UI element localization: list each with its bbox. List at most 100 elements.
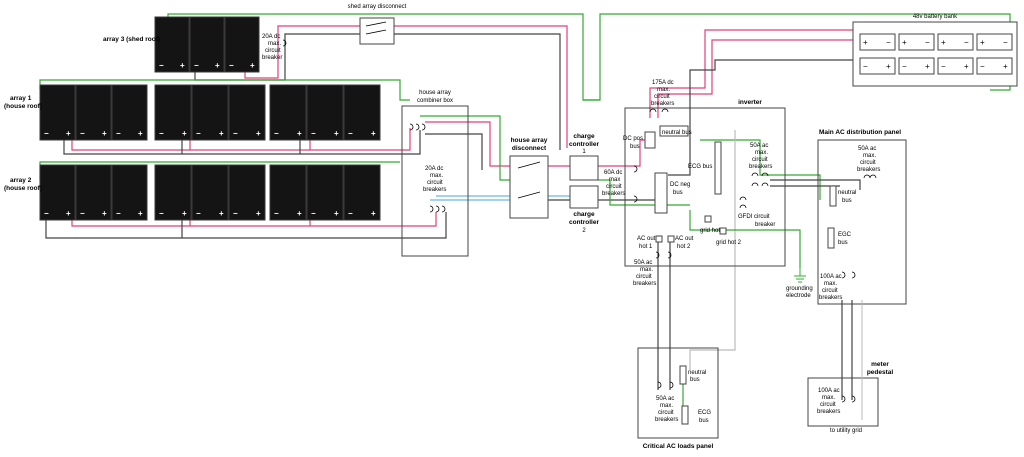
inverter-label: inverter [738, 99, 762, 106]
dc60-breakers: 60A dc max circuit breakers [602, 165, 638, 203]
breaker-icon [841, 271, 856, 279]
shed-disconnect-box [359, 17, 395, 45]
ac100-main-breakers: 100A ac max. circuit breakers [819, 271, 856, 301]
svg-text:50A ac: 50A ac [858, 146, 876, 152]
gfdi-breaker: GFDI circuit breaker [738, 196, 775, 228]
svg-text:charge: charge [573, 133, 595, 140]
svg-text:controller: controller [569, 219, 599, 226]
breaker-icon [751, 172, 769, 187]
ac-out2-terminal [667, 235, 675, 243]
breaker-icon [409, 123, 426, 131]
svg-text:50A ac: 50A ac [656, 396, 674, 402]
grid-hot2-terminal [719, 227, 727, 235]
svg-text:breakers: breakers [655, 417, 678, 423]
battery-negative-terminal: − [1003, 38, 1008, 47]
panel-positive-terminal: + [182, 129, 187, 138]
svg-text:charge: charge [573, 211, 595, 218]
breaker-icon [649, 108, 669, 113]
svg-text:bus: bus [838, 240, 848, 246]
panel-negative-terminal: − [159, 209, 164, 218]
panel-positive-terminal: + [371, 129, 376, 138]
wire-ground-main [583, 13, 1011, 200]
solar-panel [154, 164, 192, 221]
solar-panel [228, 164, 266, 221]
battery [976, 57, 1013, 75]
svg-text:circuit: circuit [427, 180, 443, 186]
array3-label: array 3 (shed roof) [103, 36, 160, 43]
solar-panel [39, 164, 76, 221]
svg-text:60A dc: 60A dc [604, 170, 622, 176]
main-egc-bus [827, 227, 835, 249]
house-disconnect-sublabel: disconnect [512, 145, 547, 152]
panel-positive-terminal: + [102, 129, 107, 138]
svg-text:100A ac: 100A ac [818, 388, 840, 394]
svg-text:circuit: circuit [752, 157, 768, 163]
ac100-meter-breakers: 100A ac max. circuit breakers [817, 388, 856, 415]
svg-text:controller: controller [569, 141, 599, 148]
breaker-icon [657, 381, 674, 389]
svg-text:grid hot 1: grid hot 1 [700, 228, 726, 234]
solar-panel [191, 164, 229, 221]
charge-controller-2 [569, 185, 599, 209]
solar-panel [306, 84, 344, 141]
combiner-box [401, 105, 469, 257]
charge-controller-1 [569, 155, 599, 181]
svg-text:circuit: circuit [822, 288, 838, 294]
battery [937, 57, 974, 75]
svg-text:neutral bus: neutral bus [662, 130, 692, 136]
battery-negative-terminal: − [863, 62, 868, 71]
battery [976, 33, 1013, 51]
svg-text:max.: max. [657, 87, 670, 93]
svg-text:DC pos: DC pos [623, 136, 643, 142]
array1-label: array 1 [10, 95, 32, 102]
panel-positive-terminal: + [138, 209, 143, 218]
svg-text:hot 1: hot 1 [639, 244, 653, 250]
wire-ground-comb-disc [420, 115, 510, 181]
meter-label: meter [871, 361, 889, 368]
solar-panels: −+−+−+−+−+−+−+−+−+−+−+−+−+−+−+−+−+−+−+−+… [39, 16, 381, 221]
battery-negative-terminal: − [886, 38, 891, 47]
solar-panel [111, 164, 148, 221]
solar-panel [75, 164, 112, 221]
svg-text:hot 2: hot 2 [677, 244, 691, 250]
svg-text:20A dc: 20A dc [262, 34, 280, 40]
svg-text:ECG: ECG [698, 410, 711, 416]
panel-negative-terminal: − [311, 129, 316, 138]
dc175-breakers: 175A dc max. circuit breakers [649, 80, 674, 113]
svg-text:50A ac: 50A ac [750, 143, 768, 149]
utility-label: to utility grid [830, 428, 862, 434]
panel-positive-terminal: + [102, 209, 107, 218]
wire-ground-a1 [39, 79, 410, 101]
svg-text:max.: max. [822, 395, 835, 401]
svg-text:20A dc: 20A dc [425, 166, 443, 172]
shed-disconnect-switch-icon [365, 21, 387, 35]
solar-panel [224, 16, 260, 73]
dc-pos-bus [644, 131, 656, 149]
panel-negative-terminal: − [194, 61, 199, 70]
solar-panel [269, 84, 307, 141]
breaker-icon [655, 251, 672, 259]
panel-positive-terminal: + [215, 61, 220, 70]
ac50-out-breakers: 50A ac max. circuit breakers [633, 251, 672, 287]
panel-negative-terminal: − [196, 209, 201, 218]
dc-neg-bus [654, 172, 668, 214]
svg-text:max.: max. [824, 281, 837, 287]
ac50-inv-breakers: 50A ac max. circuit breakers [749, 143, 772, 187]
svg-text:50A ac: 50A ac [634, 260, 652, 266]
breaker-icon [739, 196, 747, 209]
battery-negative-terminal: − [980, 62, 985, 71]
panel-positive-terminal: + [256, 129, 261, 138]
battery-bank-label: 48v battery bank [913, 14, 958, 20]
array2-sublabel: (house roof) [4, 185, 42, 192]
wire-ground-ecg [689, 210, 801, 268]
battery-negative-terminal: − [902, 62, 907, 71]
svg-text:neutral: neutral [688, 370, 706, 376]
shed-breaker: 20A dc max. circuit breaker [262, 34, 287, 61]
battery-positive-terminal: + [886, 62, 891, 71]
svg-text:GFDI circuit: GFDI circuit [738, 214, 770, 220]
svg-text:max.: max. [430, 173, 443, 179]
wire-ac-neutral [689, 130, 736, 370]
breaker-icon [282, 39, 287, 47]
panel-positive-terminal: + [297, 129, 302, 138]
panel-negative-terminal: − [348, 129, 353, 138]
